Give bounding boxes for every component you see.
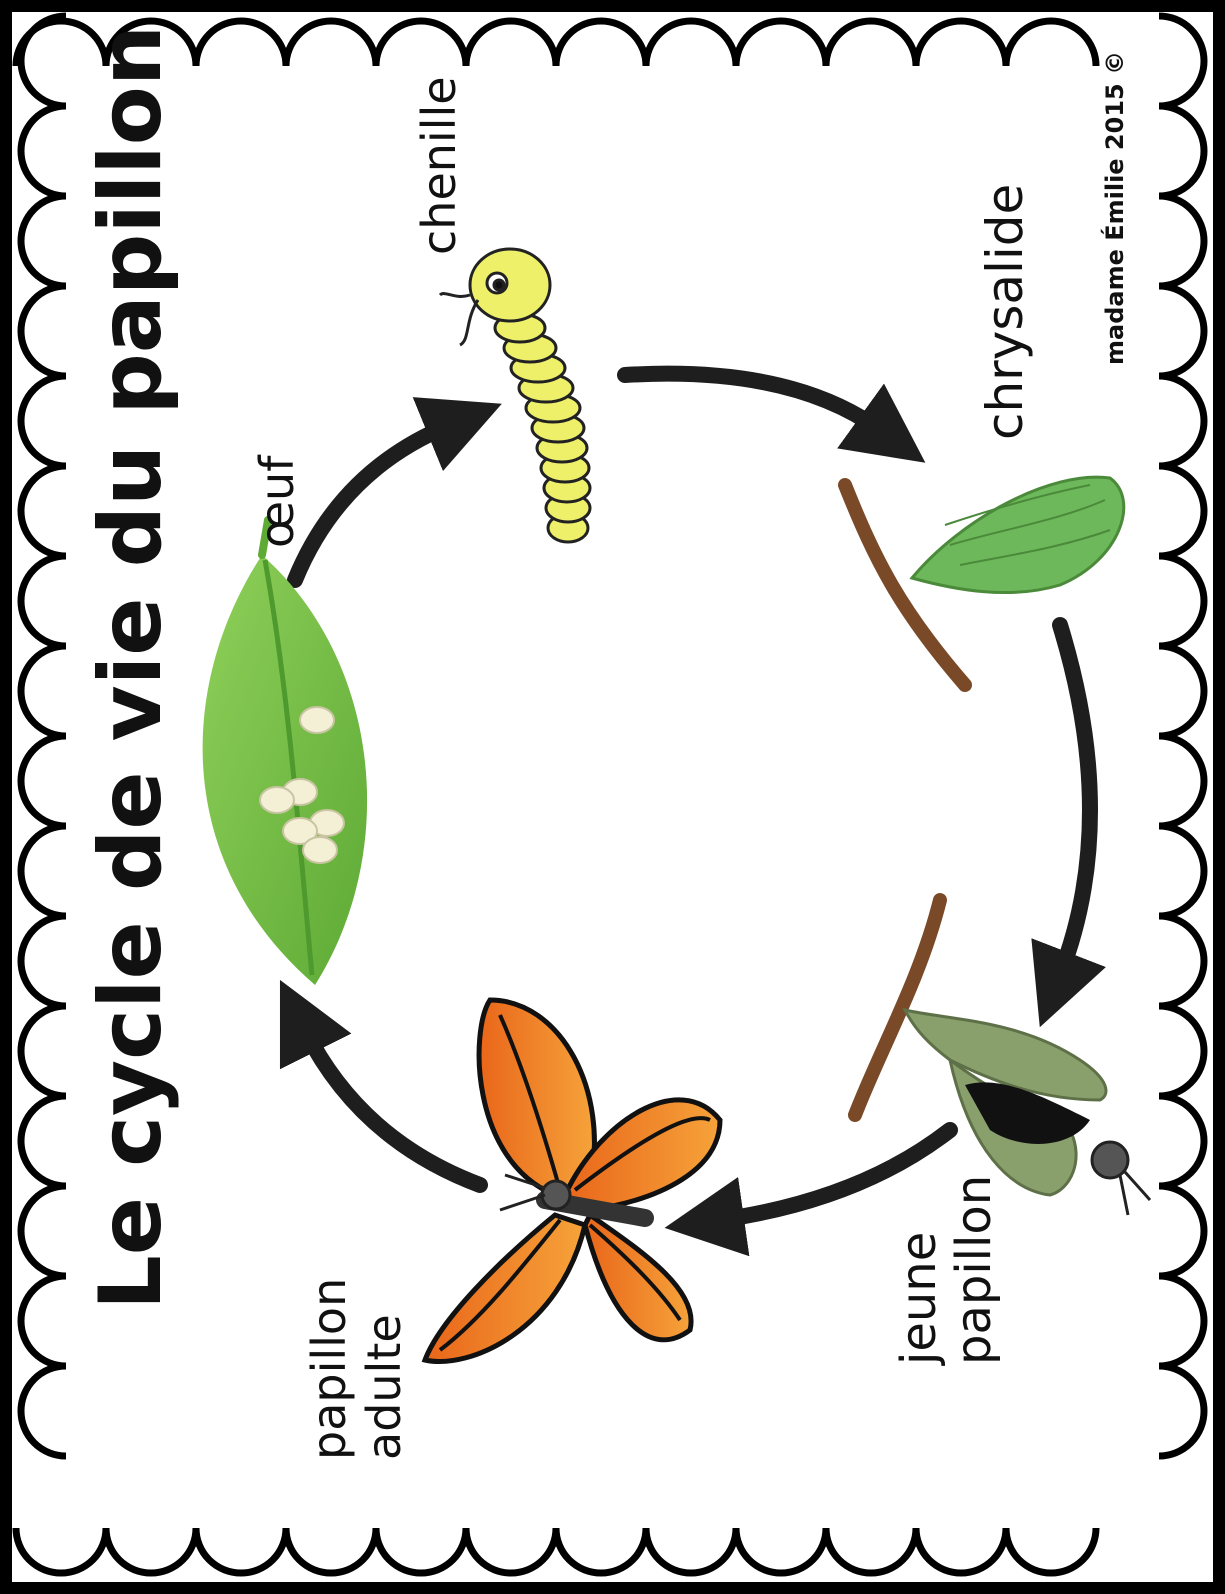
label-adult-butterfly-line2: adulte	[357, 1314, 411, 1460]
caterpillar-head	[470, 249, 550, 321]
label-adult-butterfly-line1: papillon	[302, 1278, 356, 1460]
label-caterpillar: chenille	[412, 76, 466, 255]
credit-text: madame Émilie 2015 ©	[1100, 51, 1129, 365]
poster-title: Le cycle de vie du papillon	[81, 25, 181, 1310]
label-young-butterfly-line1: jeune	[891, 1232, 947, 1366]
label-egg: œuf	[250, 454, 304, 548]
label-young-butterfly-line2: papillon	[946, 1175, 1002, 1365]
poster-frame	[6, 6, 1219, 1588]
label-chrysalis: chrysalide	[976, 184, 1034, 440]
